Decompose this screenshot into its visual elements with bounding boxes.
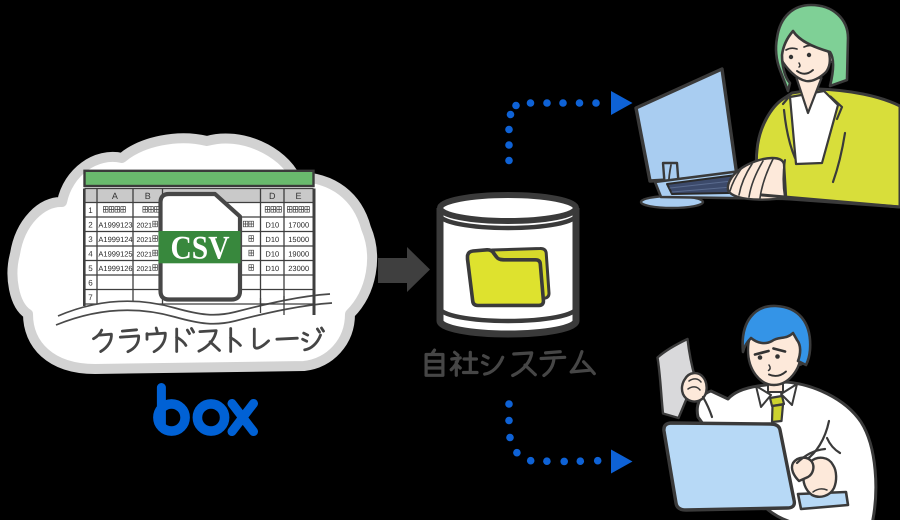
svg-text:A1999125: A1999125	[98, 250, 132, 259]
svg-text:5: 5	[88, 264, 93, 273]
svg-text:15000: 15000	[288, 235, 309, 244]
svg-text:A: A	[112, 191, 118, 201]
svg-text:3: 3	[88, 235, 93, 244]
svg-text:4: 4	[88, 250, 93, 259]
svg-text:D10: D10	[265, 250, 279, 259]
svg-text:2021: 2021	[137, 252, 153, 259]
svg-text:A1999123: A1999123	[98, 221, 132, 230]
svg-text:7: 7	[88, 293, 93, 302]
svg-text:D10: D10	[265, 235, 279, 244]
svg-text:2021: 2021	[137, 266, 153, 273]
svg-text:D10: D10	[265, 264, 279, 273]
svg-text:2021: 2021	[137, 237, 153, 244]
svg-text:A1999124: A1999124	[98, 235, 132, 244]
svg-text:1: 1	[88, 206, 93, 215]
svg-text:6: 6	[88, 279, 93, 288]
svg-text:E: E	[295, 191, 301, 201]
svg-text:CSV: CSV	[171, 231, 230, 267]
svg-text:17000: 17000	[288, 221, 309, 230]
svg-text:23000: 23000	[288, 264, 309, 273]
svg-text:2: 2	[88, 221, 93, 230]
svg-text:19000: 19000	[288, 250, 309, 259]
svg-text:A1999126: A1999126	[98, 264, 132, 273]
svg-text:B: B	[145, 191, 151, 201]
svg-text:D10: D10	[265, 221, 279, 230]
svg-text:2021: 2021	[137, 223, 153, 230]
svg-text:D: D	[269, 191, 276, 201]
